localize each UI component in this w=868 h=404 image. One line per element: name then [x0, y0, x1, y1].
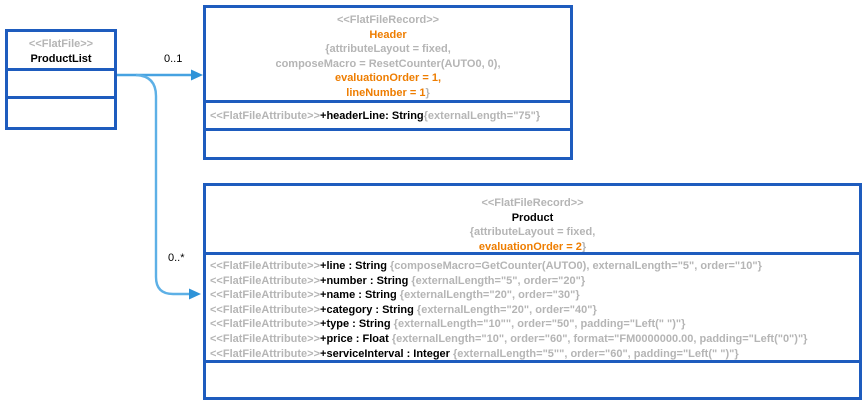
- attribute-stereotype: <<FlatFileAttribute>>: [210, 332, 321, 345]
- product-operations-compartment: [206, 360, 859, 391]
- productlist-name: ProductList: [30, 52, 92, 65]
- header-tag-composemacro: composeMacro = ResetCounter(AUTO0, 0),: [275, 57, 501, 70]
- attribute-props: {externalLength="20", order="30"}: [396, 289, 580, 302]
- attribute-name: +name : String: [320, 289, 397, 302]
- attribute-name: +type : String: [320, 318, 391, 331]
- class-box-header[interactable]: <<FlatFileRecord>> Header {attributeLayo…: [203, 5, 573, 160]
- attribute-stereotype: <<FlatFileAttribute>>: [210, 274, 321, 287]
- attribute-props: {externalLength="5"", order="60", paddin…: [449, 347, 739, 360]
- product-tag-evaluationorder-text: evaluationOrder = 2: [478, 240, 582, 253]
- header-tag-close-brace: }: [425, 86, 430, 99]
- attribute-stereotype: <<FlatFileAttribute>>: [210, 109, 321, 122]
- attribute-stereotype: <<FlatFileAttribute>>: [210, 260, 321, 272]
- product-title-compartment: <<FlatFileRecord>> Product {attributeLay…: [206, 186, 859, 252]
- attribute-props: {externalLength="10", order="60", format…: [388, 332, 808, 345]
- header-tag-attributelayout: {attributeLayout = fixed,: [325, 43, 451, 55]
- multiplicity-label-product: 0..*: [168, 252, 185, 264]
- productlist-attributes-compartment: [8, 68, 114, 96]
- attribute-row: <<FlatFileAttribute>>+name : String {ext…: [206, 288, 859, 303]
- productlist-stereotype: <<FlatFile>>: [28, 38, 94, 50]
- multiplicity-label-header: 0..1: [164, 53, 183, 65]
- attribute-stereotype: <<FlatFileAttribute>>: [210, 347, 321, 360]
- productlist-operations-compartment: [8, 96, 114, 127]
- header-tag-linenumber: lineNumber = 1}: [206, 86, 570, 101]
- attribute-row: <<FlatFileAttribute>>+price : Float {ext…: [206, 332, 859, 347]
- attribute-props: {externalLength="75"}: [423, 109, 541, 122]
- product-tag-close-brace: }: [581, 240, 587, 253]
- product-tag-attributelayout: {attributeLayout = fixed,: [469, 226, 596, 238]
- attribute-stereotype: <<FlatFileAttribute>>: [210, 318, 321, 331]
- header-title-compartment: <<FlatFileRecord>> Header {attributeLayo…: [206, 8, 570, 100]
- attribute-props: {composeMacro=GetCounter(AUTO0), externa…: [386, 260, 762, 272]
- attribute-row: <<FlatFileAttribute>>+type : String {ext…: [206, 317, 859, 332]
- attribute-name: +serviceInterval : Integer: [320, 347, 450, 360]
- connector-productlist-product[interactable]: [135, 73, 201, 300]
- attribute-row: <<FlatFileAttribute>>+category : String …: [206, 303, 859, 318]
- product-stereotype: <<FlatFileRecord>>: [481, 197, 584, 209]
- attribute-row: <<FlatFileAttribute>>+line : String {com…: [206, 259, 859, 274]
- header-tag-evaluationorder: evaluationOrder = 1,: [334, 72, 442, 84]
- connector-productlist-header[interactable]: [117, 69, 203, 81]
- attribute-stereotype: <<FlatFileAttribute>>: [210, 289, 321, 302]
- header-attributes-compartment: <<FlatFileAttribute>>+headerLine: String…: [206, 100, 570, 128]
- attribute-name: +number : String: [320, 274, 409, 287]
- attribute-name: +price : Float: [320, 332, 389, 345]
- header-tag-linenumber-text: lineNumber = 1: [346, 86, 426, 99]
- attribute-name: +line : String: [320, 260, 387, 272]
- attribute-name: +headerLine: String: [320, 109, 424, 122]
- attribute-props: {externalLength="20", order="40"}: [413, 303, 597, 316]
- product-tag-evaluationorder: evaluationOrder = 2}: [206, 240, 859, 253]
- header-name: Header: [369, 28, 407, 41]
- productlist-title-compartment: <<FlatFile>> ProductList: [8, 32, 114, 68]
- product-name: Product: [511, 211, 554, 224]
- attribute-props: {externalLength="10"", order="50", paddi…: [390, 318, 686, 331]
- attribute-props: {externalLength="5", order="20"}: [408, 274, 586, 287]
- header-operations-compartment: [206, 128, 570, 154]
- header-stereotype: <<FlatFileRecord>>: [336, 14, 440, 26]
- product-attributes-compartment: <<FlatFileAttribute>>+line : String {com…: [206, 252, 859, 360]
- class-box-product[interactable]: <<FlatFileRecord>> Product {attributeLay…: [203, 183, 862, 400]
- attribute-name: +category : String: [320, 303, 414, 316]
- attribute-row: <<FlatFileAttribute>>+headerLine: String…: [206, 103, 570, 128]
- attribute-row: <<FlatFileAttribute>>+serviceInterval : …: [206, 347, 859, 360]
- attribute-row: <<FlatFileAttribute>>+number : String {e…: [206, 274, 859, 289]
- attribute-stereotype: <<FlatFileAttribute>>: [210, 303, 321, 316]
- class-box-productlist[interactable]: <<FlatFile>> ProductList: [5, 29, 117, 130]
